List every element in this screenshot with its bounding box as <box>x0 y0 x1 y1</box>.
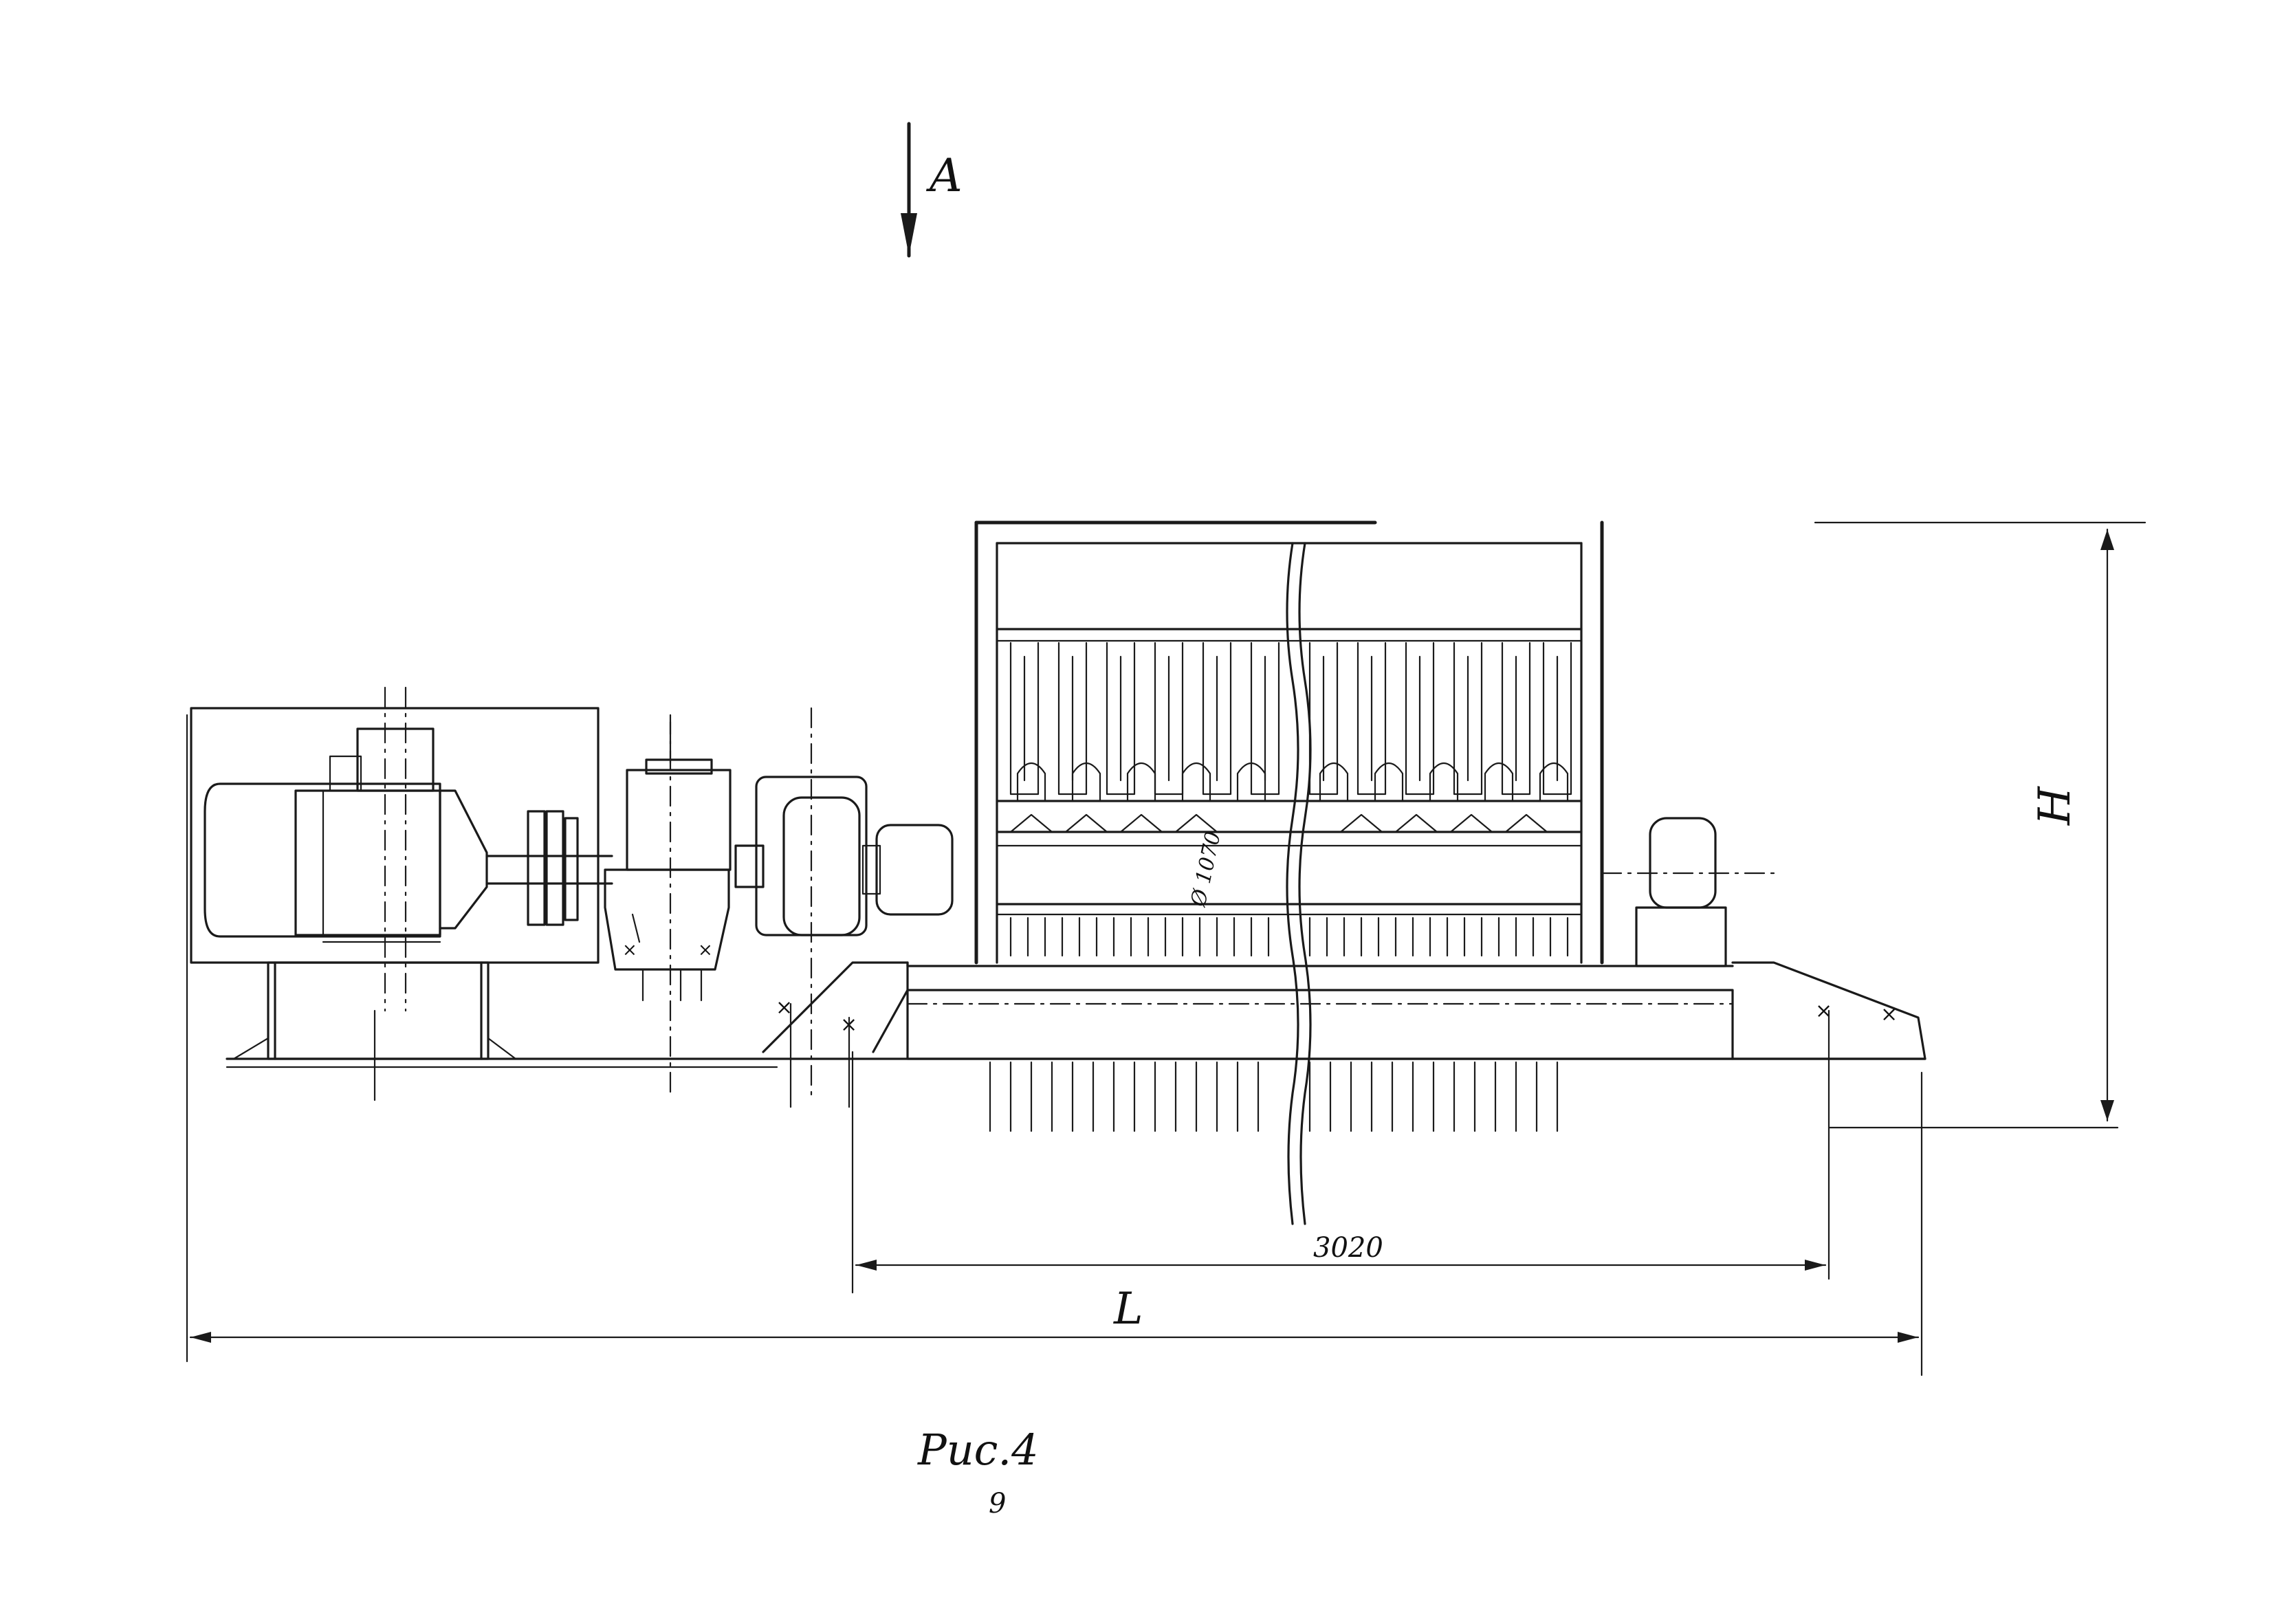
drive-support: × × <box>762 961 909 1108</box>
base-frame <box>226 1057 1926 1068</box>
svg-text:×: × <box>1815 999 1832 1023</box>
hammer-row-middle <box>996 762 1583 847</box>
motor-pedestal <box>232 961 517 1101</box>
rotor-diameter-label: Ø 1070 <box>1186 829 1225 909</box>
gear-reducer: × × <box>604 714 732 1095</box>
svg-text:×: × <box>698 940 713 961</box>
dimension-h <box>1814 521 2146 1129</box>
grate-bars <box>1009 917 1569 957</box>
dimension-h-label: H <box>2030 786 2080 826</box>
rotor-housing <box>906 520 1734 967</box>
electric-motor <box>190 686 600 1012</box>
outboard-bearing <box>1601 817 1775 967</box>
lower-casing <box>906 989 1734 1132</box>
dimension-l <box>186 714 1923 1376</box>
dimension-3020-label: 3020 <box>1313 1232 1383 1264</box>
coupling <box>485 810 613 926</box>
brake-drum <box>734 707 954 1101</box>
svg-text:×: × <box>622 940 637 961</box>
view-arrow <box>901 122 917 258</box>
dimension-3020 <box>851 1009 1830 1294</box>
svg-text:×: × <box>1880 1002 1898 1027</box>
figure-page: 9 <box>989 1488 1006 1519</box>
break-line <box>1286 542 1312 1225</box>
dimension-l-label: L <box>1113 1284 1143 1335</box>
view-label: A <box>925 149 963 202</box>
figure-caption: Рис.4 <box>917 1425 1039 1475</box>
